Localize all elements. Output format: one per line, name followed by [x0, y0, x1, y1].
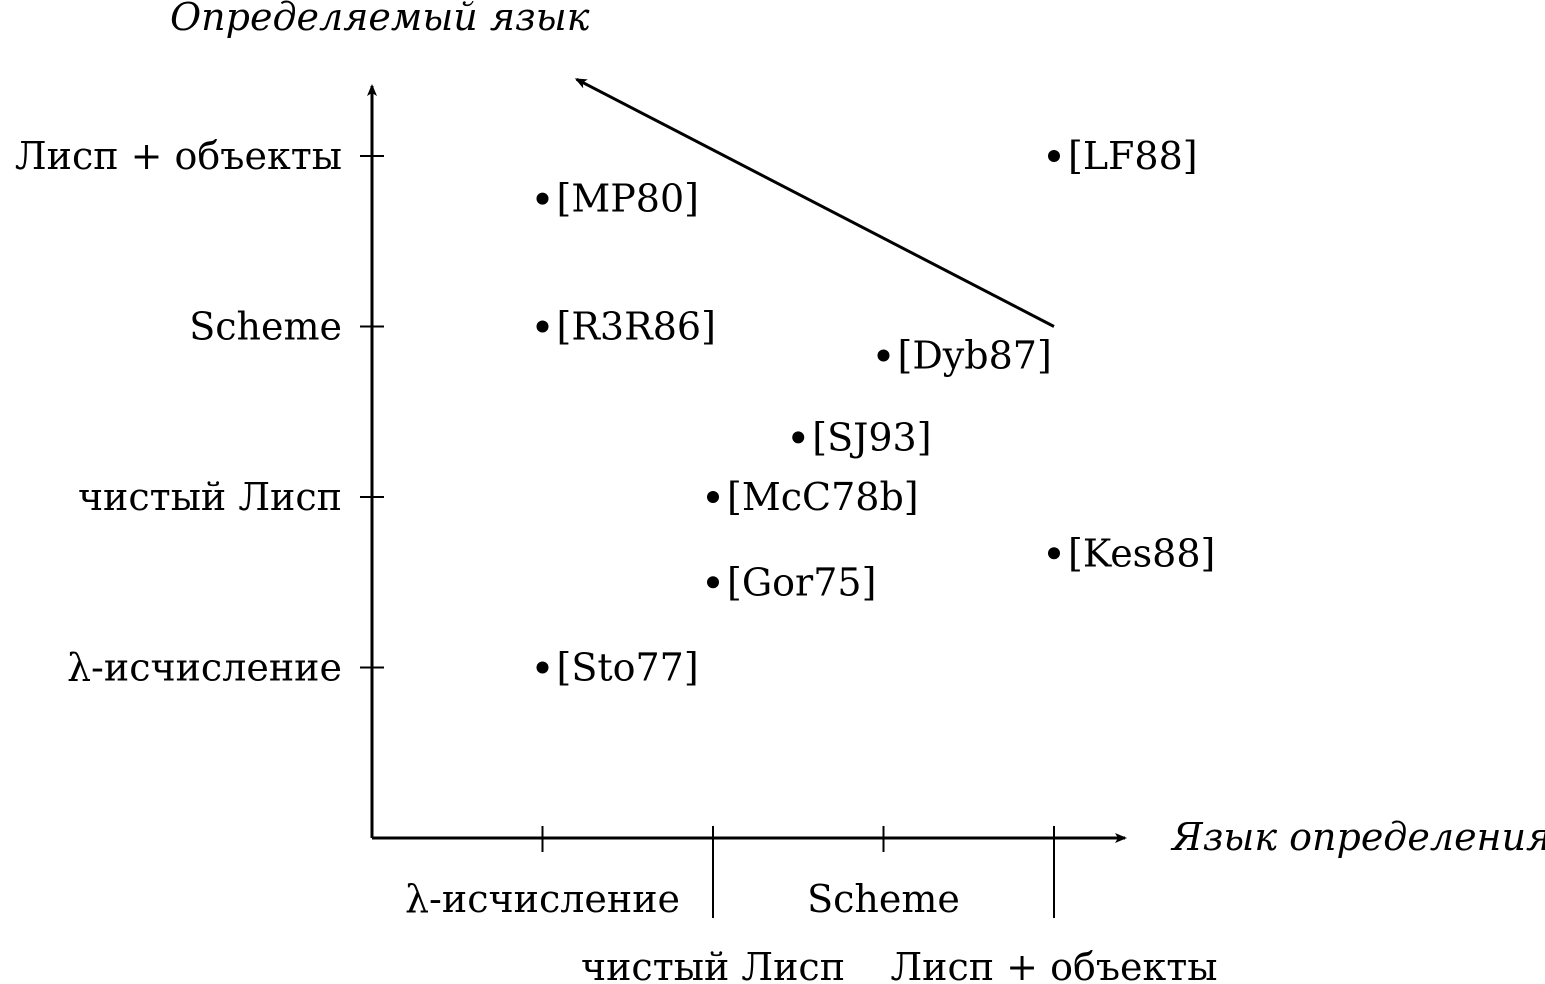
y-tick-label: Scheme	[189, 305, 342, 349]
data-point	[1048, 150, 1060, 162]
x-tick-label: Scheme	[807, 877, 960, 921]
data-point-label: [Sto77]	[557, 646, 699, 690]
data-point	[792, 431, 805, 444]
data-point	[536, 320, 549, 333]
data-point-label: [Kes88]	[1068, 531, 1215, 575]
data-points: [LF88] [MP80] [R3R86] [Dyb87] [SJ93] [McC78b]…	[536, 134, 1215, 690]
data-point	[536, 192, 549, 205]
trend-arrow	[574, 77, 1055, 328]
data-point-label: [SJ93]	[812, 415, 931, 459]
y-tick-label: λ-исчисление	[67, 646, 342, 690]
y-tick-label: Лисп + объекты	[15, 134, 342, 178]
data-point-label: [MP80]	[557, 177, 699, 221]
axes	[367, 77, 1127, 843]
data-point-label: [LF88]	[1068, 134, 1198, 178]
x-tick-label: Лисп + объекты	[890, 945, 1217, 984]
data-point	[1048, 547, 1060, 560]
y-tick-label: чистый Лисп	[78, 475, 342, 519]
data-point-label: [Gor75]	[727, 560, 876, 604]
data-point	[536, 661, 549, 674]
y-axis-title: Определяемый язык	[170, 0, 590, 39]
x-axis-title: Язык определения	[1170, 815, 1545, 859]
data-point	[707, 491, 719, 503]
x-tick-label: чистый Лисп	[581, 945, 845, 984]
data-point-label: [R3R86]	[557, 305, 716, 349]
x-tick-label: λ-исчисление	[405, 877, 680, 921]
data-point-label: [Dyb87]	[898, 333, 1052, 377]
data-point	[707, 576, 719, 589]
data-point	[877, 349, 890, 362]
data-point-label: [McC78b]	[727, 475, 919, 519]
